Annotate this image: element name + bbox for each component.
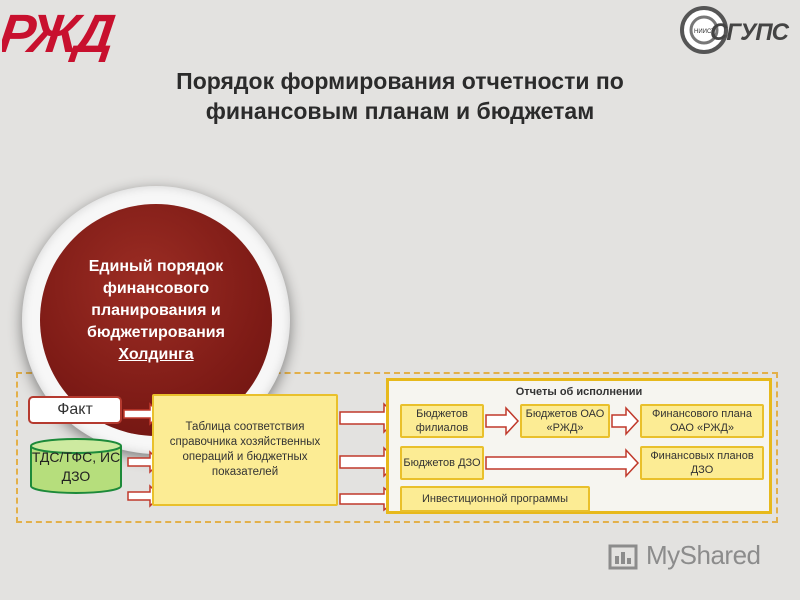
- report-budget-dzo-label: Бюджетов ДЗО: [403, 457, 481, 469]
- database-cylinder: [30, 438, 122, 494]
- circle-text: Единый порядок финансового планирования …: [60, 256, 252, 366]
- fakt-box: Факт: [28, 396, 122, 424]
- report-fin-plan-oao: Финансового плана ОАО «РЖД»: [640, 404, 764, 438]
- database-label: ТДС/ТФС, ИС ДЗО: [31, 449, 121, 484]
- report-fin-plans-dzo-label: Финансовых планов ДЗО: [650, 450, 754, 476]
- process-dashed-frame: [16, 372, 778, 523]
- arrow-oao-to-finplan: [611, 406, 640, 436]
- arrow-dzo-to-finplans: [485, 448, 640, 478]
- report-budget-oao: Бюджетов ОАО «РЖД»: [520, 404, 610, 438]
- sgups-logo-text: СГУПС: [710, 19, 790, 46]
- report-fin-plans-dzo: Финансовых планов ДЗО: [640, 446, 764, 480]
- arrow-branches-to-oao: [485, 406, 520, 436]
- report-budget-oao-label: Бюджетов ОАО «РЖД»: [525, 408, 605, 434]
- report-fin-plan-oao-label: Финансового плана ОАО «РЖД»: [652, 408, 752, 434]
- report-investment: Инвестиционной программы: [400, 486, 590, 512]
- rzd-logo: РЖД: [2, 4, 118, 62]
- report-budget-dzo: Бюджетов ДЗО: [400, 446, 484, 480]
- circle-line-5: Холдинга: [118, 346, 194, 363]
- circle-line-2: финансового: [102, 280, 210, 297]
- circle-line-3: планирования и: [91, 302, 221, 319]
- sgups-logo-small-text: НИИСТ: [694, 29, 715, 35]
- report-budget-branches: Бюджетов филиалов: [400, 404, 484, 438]
- reports-title: Отчеты об исполнении: [515, 386, 643, 398]
- circle-line-4: бюджетирования: [87, 324, 225, 341]
- circle-line-1: Единый порядок: [88, 258, 224, 275]
- slide-title: Порядок формирования отчетности по финан…: [176, 68, 624, 124]
- sgups-logo: НИИСТ СГУПС: [680, 6, 791, 54]
- report-investment-label: Инвестиционной программы: [421, 493, 568, 505]
- watermark-text: MyShared: [646, 540, 761, 570]
- correspondence-table-box: Таблица соответствия справочника хозяйст…: [152, 394, 338, 506]
- report-budget-branches-label: Бюджетов филиалов: [415, 408, 469, 434]
- watermark-icon: [608, 544, 638, 570]
- rzd-logo-text: РЖД: [2, 4, 118, 62]
- correspondence-table-label: Таблица соответствия справочника хозяйст…: [169, 421, 321, 478]
